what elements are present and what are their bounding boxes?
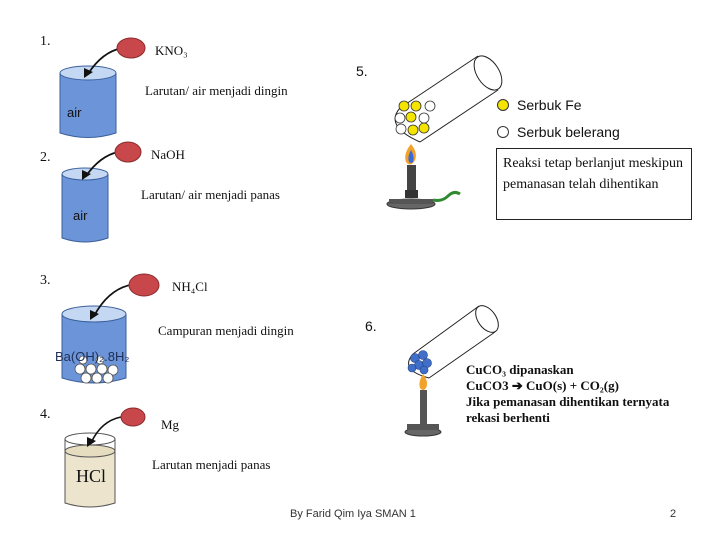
exp3-reagent-icon [128, 273, 160, 297]
exp6-line3: Jika pemanasan dihentikan ternyata [466, 394, 670, 409]
exp6-reaction-equation: CuCO3 ➔ CuO(s) + CO₂(g) [466, 378, 619, 393]
exp1-reagent: KNO₃ [155, 43, 188, 58]
exp4-illustration [64, 407, 146, 508]
white-circle-icon [497, 126, 509, 138]
exp5-illustration [386, 55, 503, 210]
exp6-burner [404, 374, 442, 437]
exp6-line1: CuCO₃ dipanaskan [466, 362, 574, 377]
exp4-arrow [90, 416, 122, 444]
exp1-illustration [59, 37, 146, 138]
exp1-observation: Larutan/ air menjadi dingin [145, 83, 288, 98]
exp2-vessel-label: air [73, 208, 88, 223]
exp1-number: 1. [40, 34, 51, 49]
exp1-reagent-icon [116, 37, 146, 59]
exp5-legend-fe: Serbuk Fe [497, 97, 582, 113]
exp1-beaker [59, 65, 117, 138]
exp4-reagent: Mg [161, 417, 180, 432]
exp3-illustration [61, 273, 160, 384]
exp6-cuco3-powder [407, 350, 432, 375]
exp4-observation: Larutan menjadi panas [152, 457, 271, 472]
exp5-powder-mixture [394, 100, 436, 136]
exp1-vessel-label: air [67, 105, 82, 120]
exp5-description: Reaksi tetap berlanjut meskipun pemanasa… [496, 148, 692, 220]
exp2-beaker [61, 167, 109, 243]
exp2-reagent-icon [114, 141, 142, 163]
exp4-reagent-icon [120, 407, 146, 427]
exp2-number: 2. [40, 150, 51, 165]
exp3-observation: Campuran menjadi dingin [158, 323, 294, 338]
exp3-number: 3. [40, 273, 51, 288]
exp6-illustration [404, 305, 499, 437]
exp4-vessel-label: HCl [76, 466, 107, 486]
page-number: 2 [670, 508, 677, 520]
exp5-legend-fe-label: Serbuk Fe [517, 97, 582, 113]
exp3-arrow [93, 284, 131, 317]
exp6-test-tube [408, 305, 499, 379]
exp5-legend-sulfur-label: Serbuk belerang [517, 124, 620, 140]
exp4-number: 4. [40, 407, 51, 422]
exp2-reagent: NaOH [151, 147, 185, 162]
yellow-circle-icon [497, 99, 509, 111]
exp2-observation: Larutan/ air menjadi panas [141, 187, 280, 202]
exp5-legend-sulfur: Serbuk belerang [497, 124, 620, 140]
exp5-burner [386, 144, 461, 210]
footer-credit: By Farid Qim Iya SMAN 1 [290, 508, 416, 520]
exp6-number: 6. [365, 318, 377, 334]
exp3-reagent: NH₄Cl [172, 279, 208, 294]
exp5-number: 5. [356, 63, 368, 79]
exp3-vessel-label: Ba(OH)₂.8H₂ [55, 349, 130, 364]
exp3-crystals [74, 355, 119, 384]
exp4-beaker [64, 432, 116, 508]
exp2-illustration [61, 141, 142, 243]
exp6-line4: rekasi berhenti [466, 410, 550, 425]
